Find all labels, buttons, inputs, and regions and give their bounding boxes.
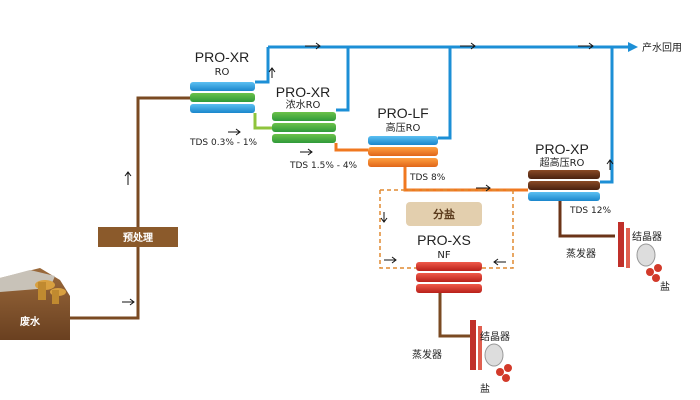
pretreatment-box: 预处理 — [98, 227, 178, 247]
evaporator-icon — [470, 320, 476, 370]
unit-subtitle: 超高压RO — [540, 156, 585, 169]
permeate-header — [255, 42, 638, 184]
unit-subtitle: 浓水RO — [286, 99, 321, 111]
unit-title: PRO-XP — [535, 141, 589, 157]
crystallizer-label: 结晶器 — [480, 330, 510, 343]
evaporator-crystallizer-right: 蒸发器 结晶器 盐 — [566, 222, 670, 293]
wastewater-pond: 废水 — [0, 268, 70, 340]
crystallizer-icon — [484, 343, 504, 367]
wastewater-label: 废水 — [20, 315, 41, 328]
evaporator-icon — [618, 222, 624, 267]
output-label: 产水回用 — [642, 41, 682, 54]
salt-label: 盐 — [660, 280, 670, 293]
unit-subtitle: RO — [215, 67, 230, 78]
unit-title: PRO-XS — [417, 232, 471, 248]
unit-subtitle: 高压RO — [386, 121, 421, 134]
salt-split-label: 分盐 — [433, 207, 455, 221]
unit-subtitle: NF — [437, 250, 450, 261]
flow-arrows — [122, 42, 614, 306]
unit-pro-xs-nf: PRO-XS NF — [416, 232, 482, 338]
salt-split-loop: 分盐 — [379, 189, 514, 269]
unit-pro-lf-high-pressure-ro: PRO-LF 高压RO TDS 8% — [368, 105, 528, 192]
evaporator-crystallizer-bottom: 蒸发器 结晶器 盐 — [412, 320, 512, 395]
crystallizer-label: 结晶器 — [632, 230, 662, 243]
unit-pro-xp-ultra-high-pressure-ro: PRO-XP 超高压RO TDS 12% — [528, 141, 615, 238]
unit-tds: TDS 1.5% - 4% — [289, 161, 358, 171]
unit-tds: TDS 8% — [409, 173, 446, 183]
unit-pro-xr-concentrate-ro: PRO-XR 浓水RO TDS 1.5% - 4% — [272, 84, 368, 171]
evaporator-label: 蒸发器 — [412, 348, 442, 361]
unit-title: PRO-XR — [276, 84, 330, 100]
unit-title: PRO-LF — [377, 105, 428, 121]
unit-pro-xr-ro: PRO-XR RO TDS 0.3% - 1% — [189, 49, 272, 148]
pretreatment-label: 预处理 — [123, 231, 153, 244]
crystallizer-icon — [636, 243, 656, 267]
unit-tds: TDS 12% — [569, 206, 611, 216]
output-arrow-icon — [628, 42, 638, 52]
unit-title: PRO-XR — [195, 49, 249, 65]
salt-label: 盐 — [480, 382, 490, 395]
evaporator-label: 蒸发器 — [566, 247, 596, 260]
feed-lines — [70, 96, 190, 320]
unit-tds: TDS 0.3% - 1% — [189, 138, 258, 148]
